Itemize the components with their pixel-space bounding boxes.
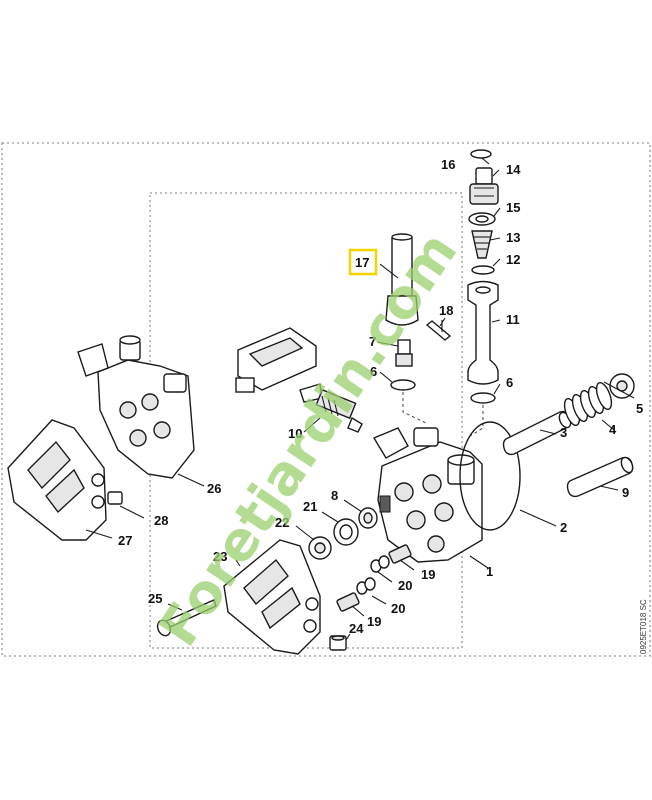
callout-26: 26 [207,481,221,496]
part-6-oring-left [390,379,416,391]
callout-11: 11 [506,312,520,327]
part-26-pump-body [77,335,195,479]
part-1-pump-head [372,427,483,563]
side-code: 0925ET018 SC [639,599,648,654]
callout-13: 13 [506,230,520,245]
callout-22: 22 [275,515,289,530]
part-6-oring-right [470,392,496,404]
callout-4: 4 [609,422,617,437]
part-9-piston [566,456,634,498]
callout-19-lower: 19 [367,614,381,629]
callout-2: 2 [560,520,567,535]
part-14-nozzle-fitting [469,167,499,205]
part-23-manifold [223,539,321,655]
part-28-plug [107,491,123,505]
part-19-check-valve-upper [388,544,412,564]
callout-20-lower: 20 [391,601,405,616]
part-4-spring [563,381,613,427]
part-24-plug [329,635,347,651]
callout-6-left: 6 [370,364,377,379]
callout-14: 14 [506,162,521,177]
callout-10: 10 [288,426,302,441]
callout-24: 24 [349,621,364,636]
callout-16: 16 [441,157,455,172]
part-cover-plate [235,327,317,393]
part-11-inlet-tube [467,280,499,385]
part-10-unloader [299,383,363,433]
part-20-orings-lower [356,577,376,595]
part-7-valve [395,339,413,367]
part-21-seal [333,518,359,546]
callout-8: 8 [331,488,338,503]
callout-5: 5 [636,401,643,416]
callout-6-right: 6 [506,375,513,390]
highlight-box-17 [348,248,378,276]
part-19-check-valve-lower [336,592,360,612]
callout-19-upper: 19 [421,567,435,582]
callout-3: 3 [560,425,567,440]
part-15-ring [468,212,496,226]
callout-7: 7 [369,334,376,349]
leader-lines [85,157,635,641]
part-27-manifold [7,419,107,541]
part-20-orings-upper [370,555,390,573]
part-17-tube [385,233,419,326]
callout-17: 17 [355,255,369,270]
outer-frame [1,142,651,657]
callout-18: 18 [439,303,453,318]
part-12-oring [471,265,495,275]
part-22-seal [308,536,332,560]
part-8-ring [358,507,378,529]
part-25-bolt [156,599,217,637]
part-18-allen-key [425,320,452,341]
part-2-oring-large [459,421,521,531]
part-13-filter [471,230,493,259]
callout-9: 9 [622,485,629,500]
callout-27: 27 [118,533,132,548]
callout-25: 25 [148,591,162,606]
callout-21: 21 [303,499,317,514]
callout-20-upper: 20 [398,578,412,593]
callout-28: 28 [154,513,168,528]
callout-numbers: 1 2 3 4 5 6 6 7 8 9 10 11 12 13 14 15 16… [118,157,643,636]
callout-15: 15 [506,200,520,215]
callout-23: 23 [213,549,227,564]
part-5-retainer [609,373,635,399]
callout-1: 1 [486,564,493,579]
part-16-oring [470,149,492,159]
callout-12: 12 [506,252,520,267]
